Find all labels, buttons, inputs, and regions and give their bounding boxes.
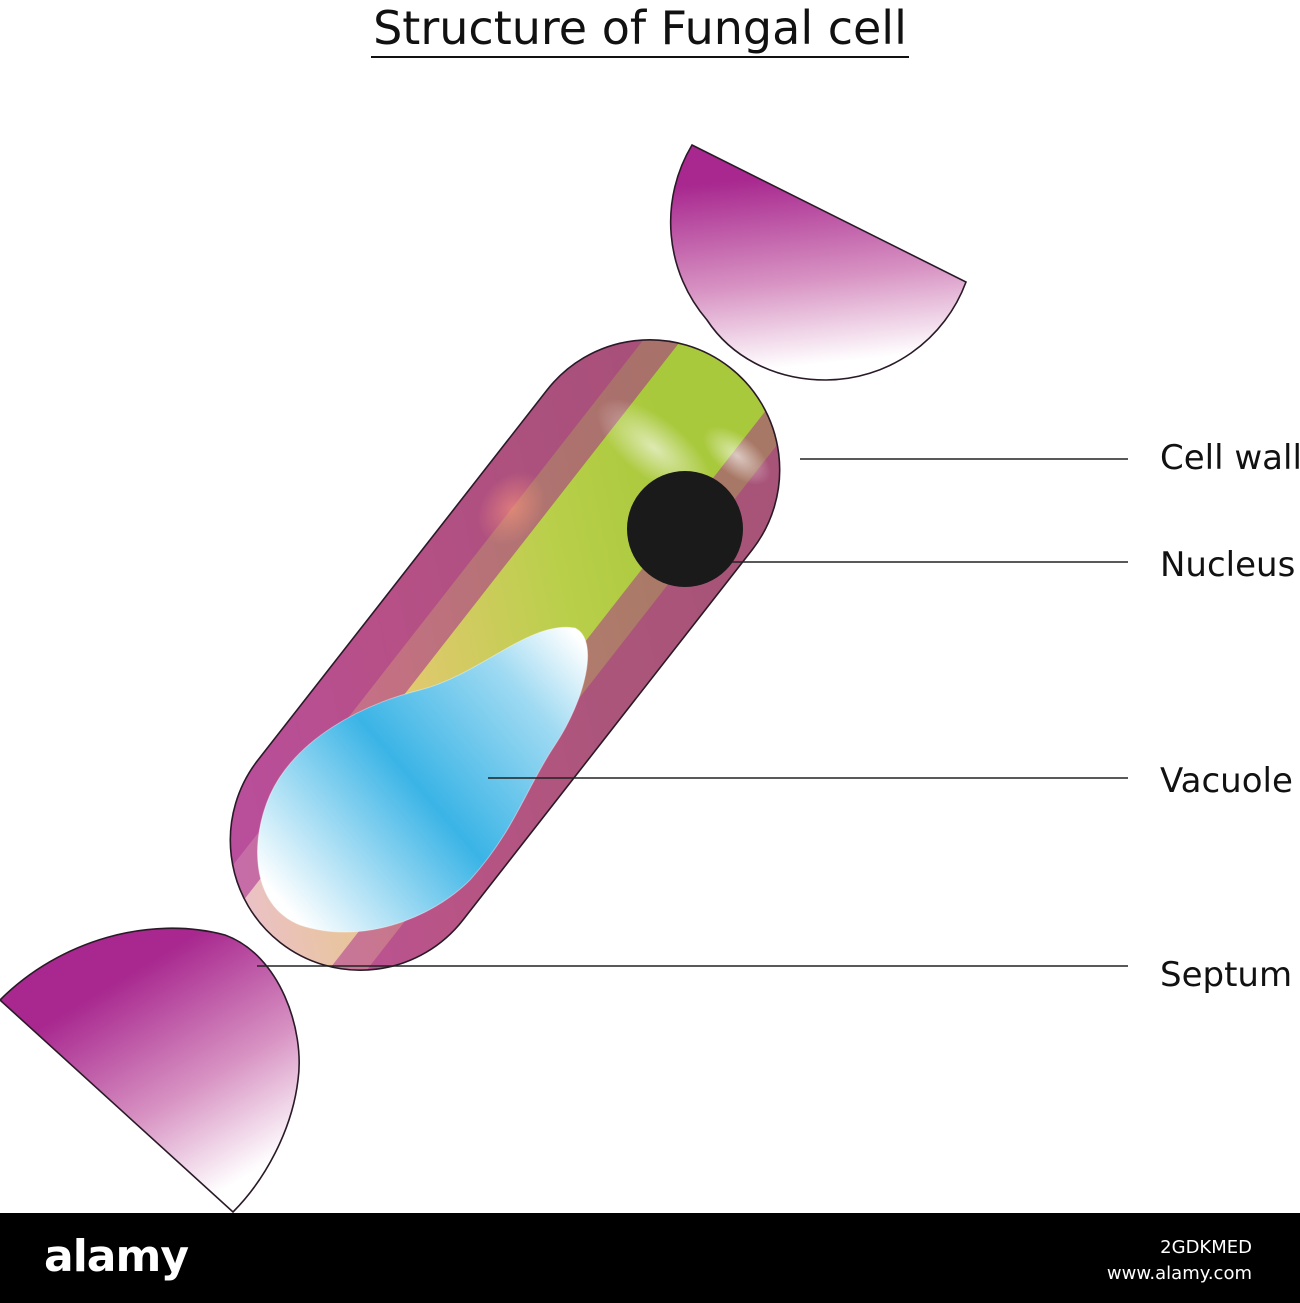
label-septum: Septum: [1160, 955, 1293, 995]
nucleus: [627, 471, 743, 587]
title-text: Structure of Fungal cell: [371, 1, 909, 58]
lower-septum-cap: [0, 927, 300, 1213]
footer-site: www.alamy.com: [1106, 1263, 1252, 1284]
label-nucleus: Nucleus: [1160, 545, 1296, 585]
diagram-title: Structure of Fungal cell: [0, 0, 1280, 58]
vacuole: [257, 626, 589, 933]
upper-septum-cap: [669, 143, 967, 381]
fungal-cell-illustration: [0, 143, 1128, 1213]
footer-image-id: 2GDKMED: [1160, 1237, 1252, 1258]
footer-brand-logo: alamy: [44, 1231, 189, 1282]
label-cell-wall: Cell wall: [1160, 438, 1300, 478]
footer-meta: 2GDKMED www.alamy.com: [1107, 1235, 1252, 1287]
label-vacuole: Vacuole: [1160, 761, 1293, 801]
footer-bar: alamy 2GDKMED www.alamy.com: [0, 1213, 1300, 1303]
